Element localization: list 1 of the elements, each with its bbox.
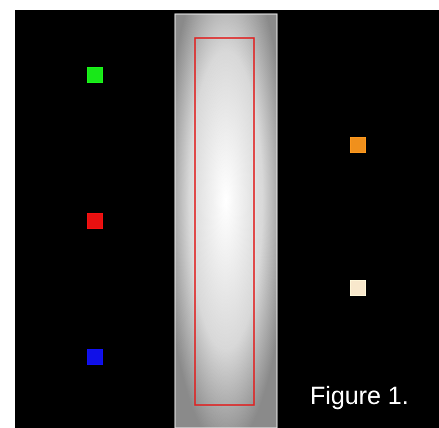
figure-caption: Figure 1. <box>310 382 409 411</box>
